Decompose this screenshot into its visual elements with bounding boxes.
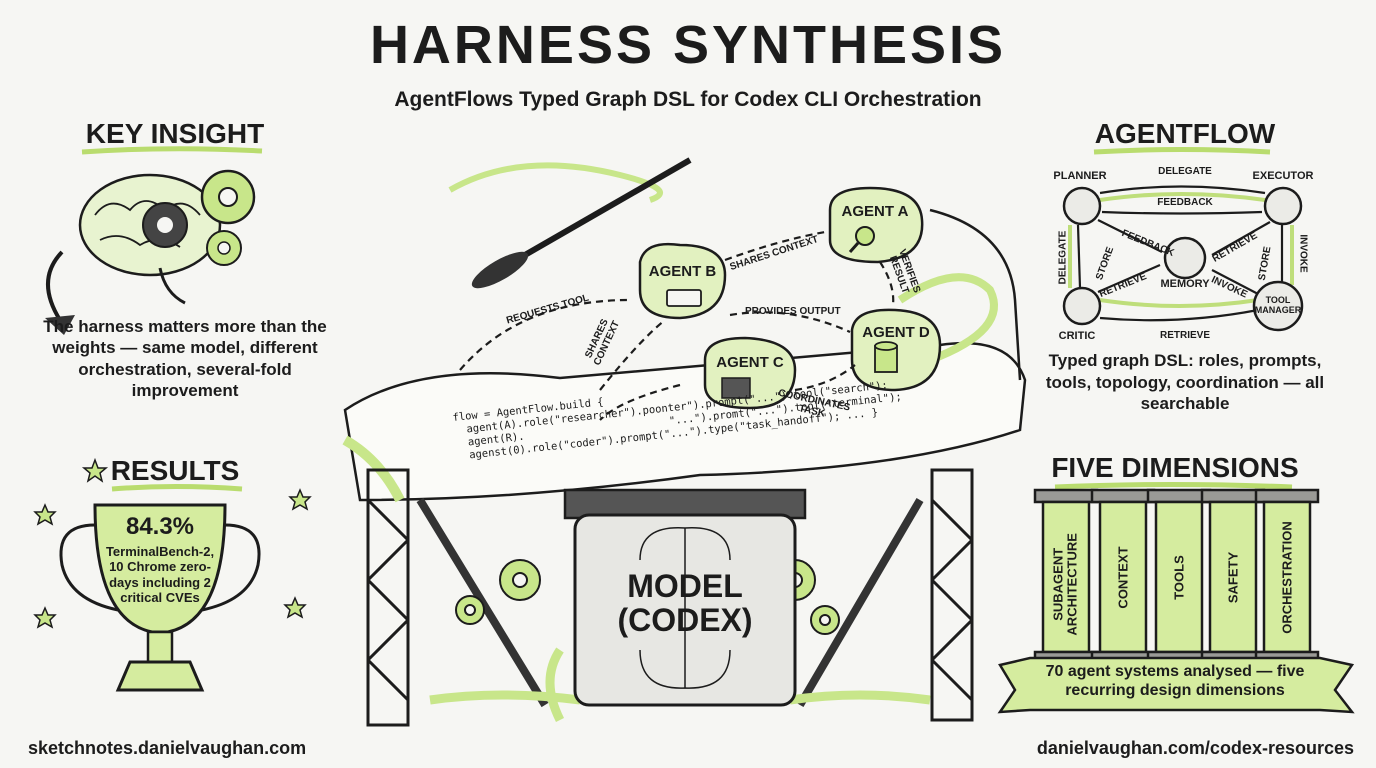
terminal-icon: [721, 377, 751, 399]
five-dimensions-underline: [1054, 482, 1293, 490]
agentflow-nodes: [1062, 186, 1304, 332]
five-dimensions-heading: FIVE DIMENSIONS: [1051, 452, 1299, 483]
keyboard-icon: [666, 289, 702, 307]
agentflow-heading: AGENTFLOW: [1094, 118, 1276, 149]
page-title: HARNESS SYNTHESIS: [369, 15, 1007, 75]
agent-a-label: AGENT A: [841, 203, 909, 220]
curved-arrow-icon: [45, 250, 75, 335]
scaffold-left: [366, 468, 410, 727]
pillar-context: CONTEXT: [1115, 546, 1131, 609]
database-icon: [874, 341, 898, 373]
agent-edges: [459, 230, 895, 421]
banner-ribbon: [997, 656, 1355, 714]
scaffold-right: [930, 468, 974, 722]
node-tool-manager-line1: TOOL: [1265, 295, 1291, 305]
node-memory: MEMORY: [1160, 278, 1210, 290]
pillar-subagent-architecture: SUBAGENT ARCHITECTURE: [1050, 533, 1080, 636]
edge-retrieve-bottom: RETRIEVE: [1159, 330, 1210, 341]
results-percent: 84.3%: [125, 513, 195, 540]
baton-icon: [471, 157, 692, 289]
pillar-tools: TOOLS: [1171, 555, 1187, 600]
node-planner: PLANNER: [1053, 170, 1107, 182]
key-insight-heading: KEY INSIGHT: [85, 118, 265, 149]
edge-delegate-top: DELEGATE: [1158, 166, 1212, 177]
agentflow-description: Typed graph DSL: roles, prompts, tools, …: [1045, 351, 1325, 414]
five-dimensions-banner-text: 70 agent systems analysed — five recurri…: [1045, 663, 1305, 700]
model-label: MODEL (CODEX): [585, 568, 785, 638]
ribbon-accent: [342, 435, 405, 503]
agent-d-label: AGENT D: [862, 324, 930, 341]
ribbon-accent-right: [897, 273, 998, 364]
node-tool-manager-line2: MANAGER: [1254, 304, 1302, 315]
agent-c-label: AGENT C: [716, 354, 784, 371]
node-critic: CRITIC: [1058, 330, 1096, 342]
brain-gears-icon: [78, 169, 256, 305]
motion-swirl: [448, 162, 663, 203]
key-insight-text: The harness matters more than the weight…: [43, 317, 327, 400]
pipes: [429, 647, 931, 723]
agentflow-edges: [1076, 185, 1284, 322]
page-subtitle: AgentFlows Typed Graph DSL for Codex CLI…: [394, 88, 982, 111]
star-icons: [33, 457, 312, 629]
results-underline: [111, 484, 243, 492]
model-line2: (CODEX): [617, 601, 753, 638]
agent-b-label: AGENT B: [648, 263, 717, 280]
edge-label-provides-output: PROVIDES OUTPUT: [745, 306, 841, 317]
brain-outline-icon: [639, 527, 731, 689]
footer-left-link[interactable]: sketchnotes.danielvaughan.com: [28, 738, 307, 758]
agentflow-edge-highlights: [1068, 192, 1294, 308]
edge-invoke-right: INVOKE: [1297, 234, 1309, 273]
trophy-icon: [59, 503, 261, 692]
results-description: TerminalBench-2, 10 Chrome zero-days inc…: [105, 544, 215, 605]
magnifier-icon: [848, 226, 875, 253]
footer-right-link[interactable]: danielvaughan.com/codex-resources: [1036, 738, 1354, 758]
edge-feedback-top: FEEDBACK: [1157, 197, 1213, 208]
pillar-orchestration: ORCHESTRATION: [1279, 521, 1295, 634]
agent-b-blob: [638, 242, 727, 320]
node-tool-manager: TOOL MANAGER: [1253, 295, 1303, 316]
key-insight-underline: [81, 146, 263, 155]
code-ribbon: [343, 341, 1027, 502]
results-heading: RESULTS: [110, 455, 240, 486]
code-ribbon-tail: [929, 208, 1022, 381]
pillar-safety: SAFETY: [1225, 551, 1241, 604]
edge-delegate-left: DELEGATE: [1057, 230, 1069, 285]
agent-a-blob: [828, 186, 924, 264]
agentflow-underline: [1093, 147, 1271, 155]
node-executor: EXECUTOR: [1252, 170, 1314, 182]
model-line1: MODEL: [627, 568, 743, 604]
